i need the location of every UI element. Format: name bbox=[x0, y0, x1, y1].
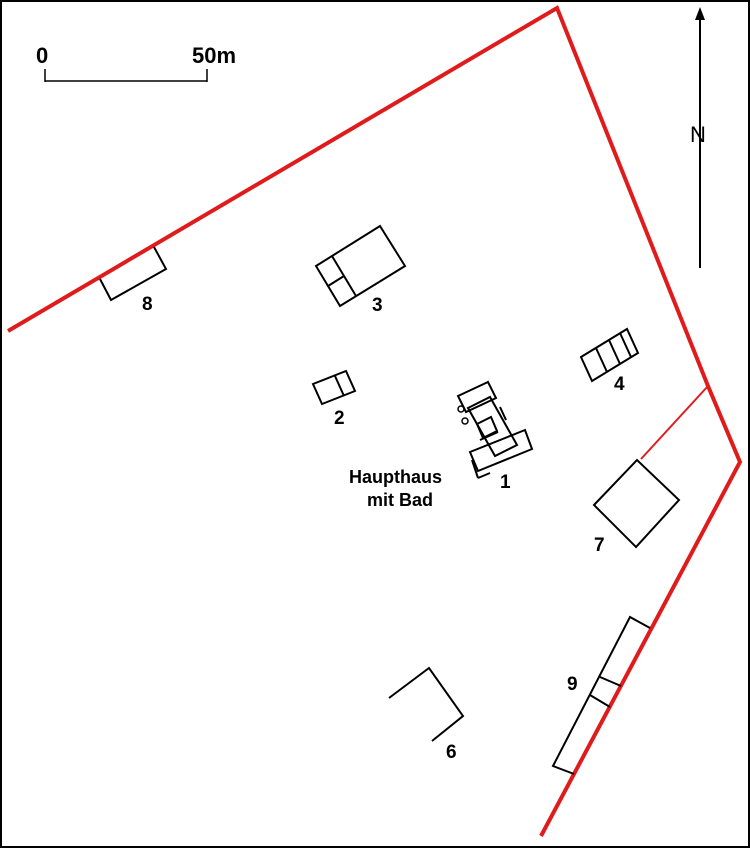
building-9 bbox=[551, 615, 651, 775]
scale-end-label: 50m bbox=[192, 43, 236, 68]
enclosure-wall bbox=[6, 5, 743, 837]
building-7-label: 7 bbox=[594, 535, 605, 556]
building-3-label: 3 bbox=[372, 295, 383, 316]
main-house-caption-line1: Haupthaus bbox=[349, 467, 442, 487]
building-9-label: 9 bbox=[567, 674, 578, 695]
north-arrow-icon: N bbox=[690, 7, 706, 268]
main-house-caption-line2: mit Bad bbox=[367, 490, 433, 510]
building-8-label: 8 bbox=[142, 294, 153, 315]
building-1-main-house bbox=[456, 380, 534, 479]
building-1-label: 1 bbox=[500, 472, 511, 493]
building-2 bbox=[311, 369, 357, 406]
building-7 bbox=[592, 458, 681, 549]
building-4-label: 4 bbox=[614, 374, 625, 395]
north-label: N bbox=[690, 122, 706, 147]
building-3 bbox=[314, 224, 407, 308]
scale-start-label: 0 bbox=[36, 43, 48, 68]
building-6 bbox=[388, 666, 465, 742]
inner-wall-segment bbox=[640, 385, 709, 460]
building-6-label: 6 bbox=[446, 742, 457, 763]
building-2-label: 2 bbox=[334, 408, 345, 429]
building-4 bbox=[579, 327, 640, 383]
scale-bar: 0 50m bbox=[36, 43, 236, 82]
building-8 bbox=[99, 246, 168, 302]
